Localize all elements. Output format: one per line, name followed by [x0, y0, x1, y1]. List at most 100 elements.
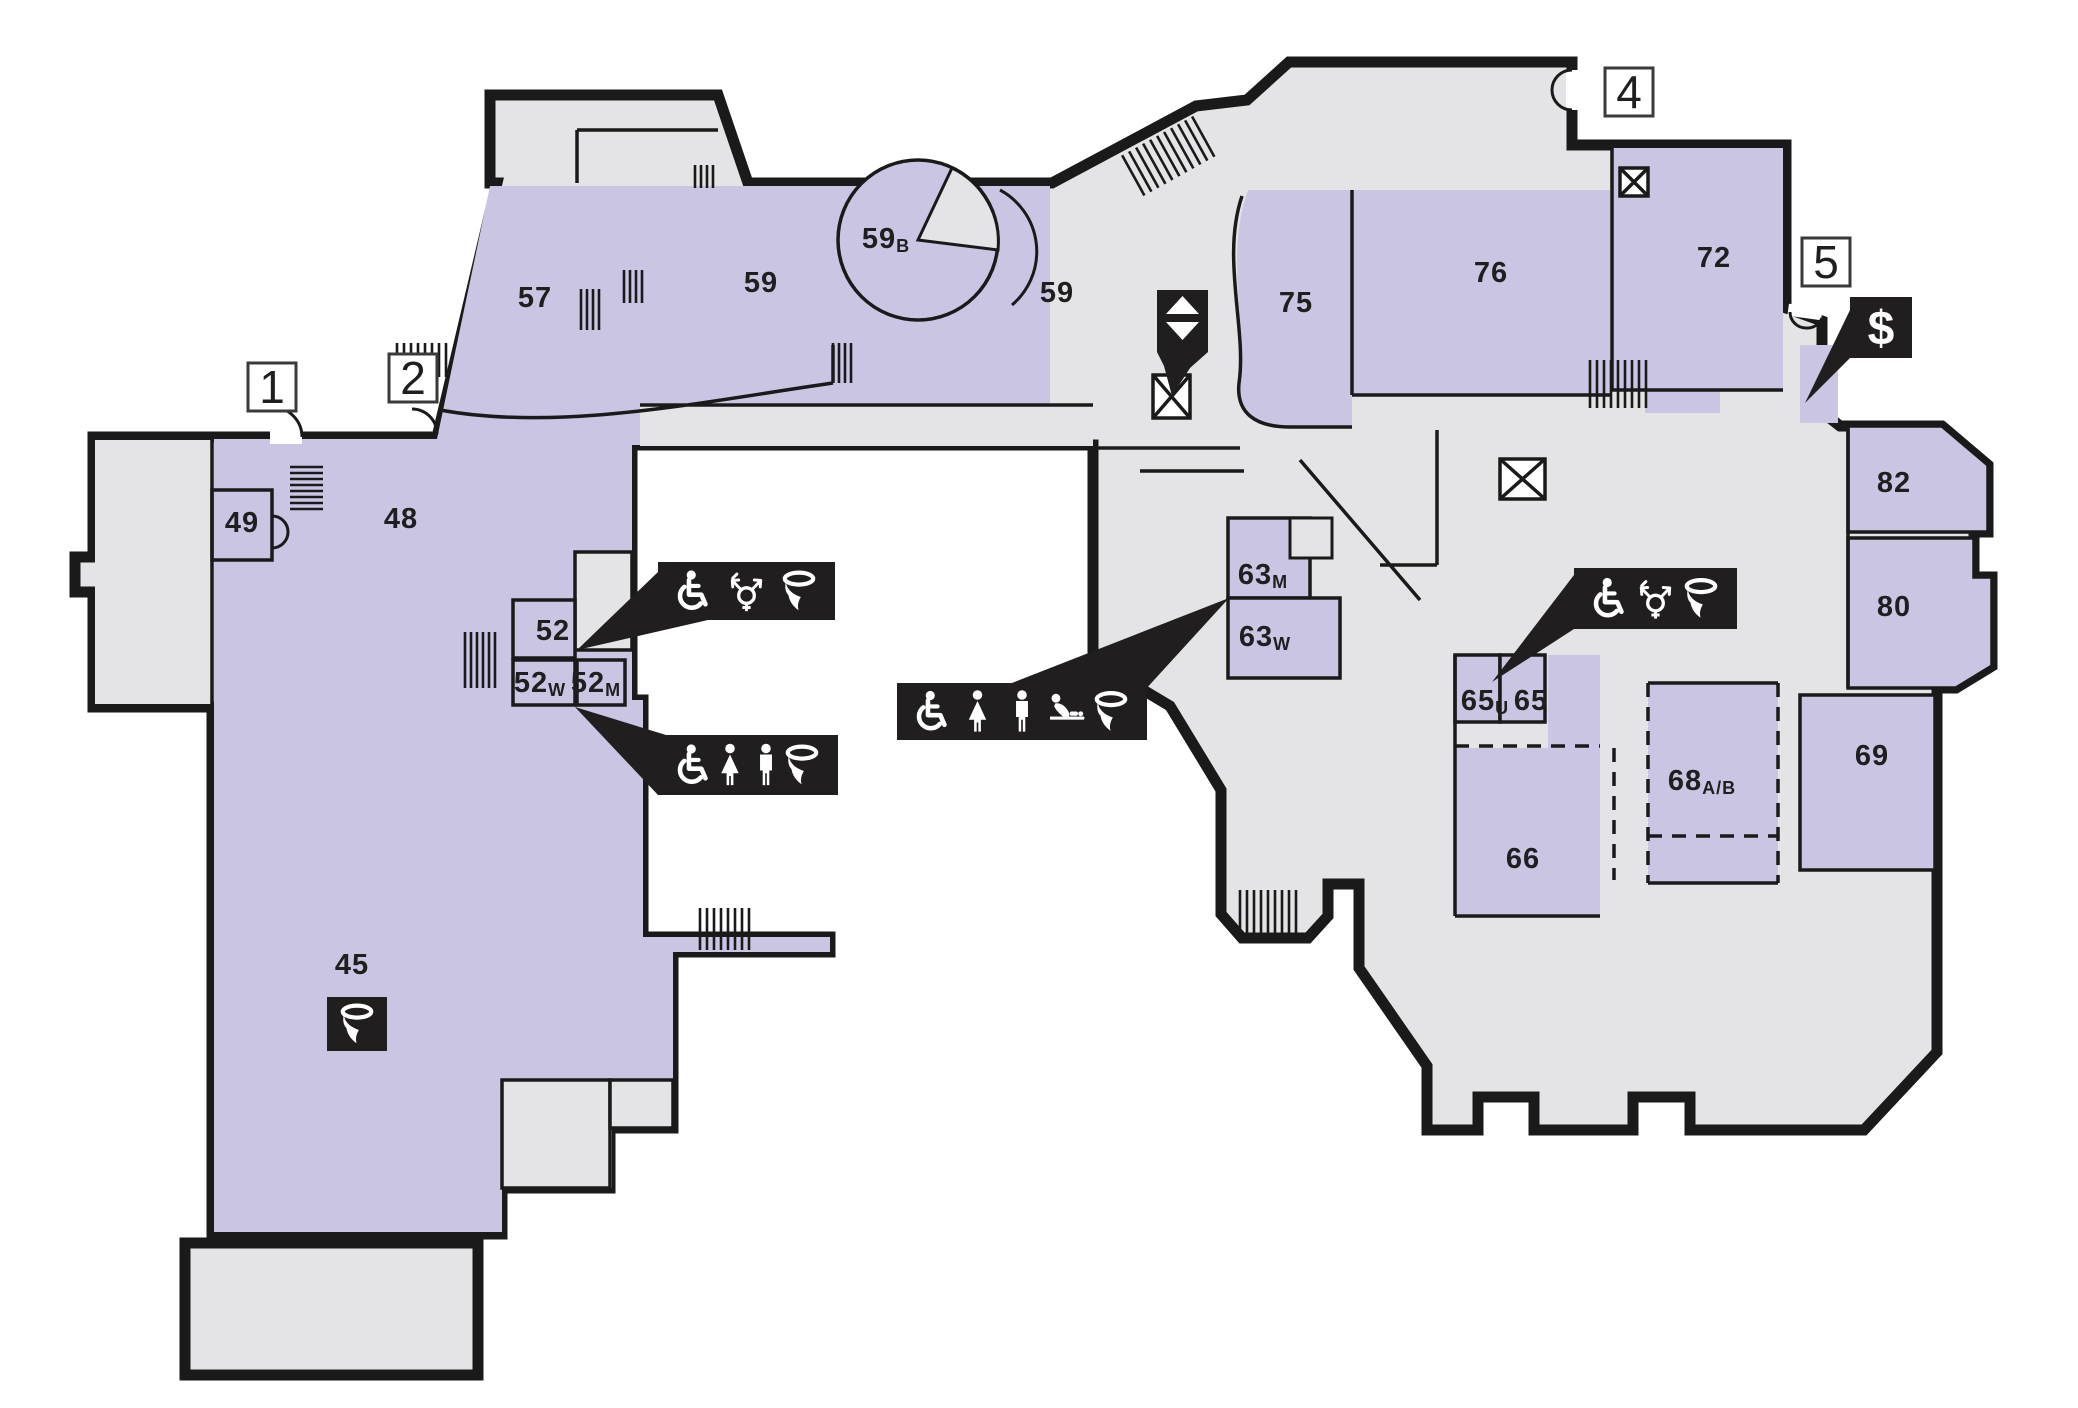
room-label-subscript: W — [1273, 634, 1291, 654]
stairs-icon — [698, 908, 751, 950]
room-label-63m: 63M — [1238, 559, 1288, 592]
room-label-text: 59 — [1040, 277, 1074, 309]
room-label-text: 82 — [1877, 467, 1911, 499]
entrance-marker-number: 4 — [1616, 66, 1642, 118]
room-label-text: 80 — [1877, 591, 1911, 623]
room-label-subscript: M — [605, 680, 621, 700]
sign-panel — [658, 562, 835, 620]
entrance-marker-box — [1800, 236, 1852, 288]
room-label-text: 48 — [384, 503, 418, 535]
room-label-45: 45 — [335, 949, 369, 981]
room-label-69: 69 — [1855, 740, 1889, 772]
entrance-marker-1: 1 — [246, 361, 298, 413]
sign-restroom-65u — [1492, 568, 1737, 682]
signs-layer: $ — [327, 297, 1912, 1051]
entrance-markers-layer: 1 2 4 5 — [246, 66, 1852, 413]
room-label-text: 76 — [1474, 257, 1508, 289]
room-label-66: 66 — [1506, 843, 1540, 875]
room-label-subscript: U — [1495, 698, 1509, 718]
room-76 — [1352, 190, 1610, 395]
entrance-marker-number: 1 — [259, 361, 285, 413]
room-label-65: 65 — [1514, 685, 1548, 717]
room-label-text: 59 — [744, 267, 778, 299]
floor-block-south1 — [500, 1078, 612, 1190]
room-label-text: 69 — [1855, 740, 1889, 772]
room-label-text: 75 — [1279, 287, 1313, 319]
room-63w — [1226, 596, 1342, 680]
room-75 — [1237, 190, 1352, 427]
room-label-76: 76 — [1474, 257, 1508, 289]
room-label-82: 82 — [1877, 467, 1911, 499]
room-59b-door-wedge — [915, 165, 1000, 252]
elevator-up-icon — [1166, 296, 1199, 314]
room-label-subscript: M — [1272, 572, 1288, 592]
room-label-text: 63 — [1238, 559, 1272, 591]
room-label-text: 68 — [1668, 765, 1702, 797]
floor-area-west-room — [95, 440, 212, 704]
room-52 — [511, 598, 577, 660]
room-label-text: 52 — [571, 667, 605, 699]
sign-restroom-63 — [897, 598, 1229, 740]
entrance-marker-number: 2 — [400, 352, 426, 404]
room-label-subscript: W — [548, 680, 566, 700]
room-label-text: 63 — [1239, 621, 1273, 653]
stairs-icon — [1588, 360, 1648, 408]
room-80 — [1846, 536, 1994, 690]
stairs-icon — [463, 632, 497, 688]
stairs-icon — [1238, 890, 1298, 933]
sign-restroom-52wm — [575, 707, 838, 795]
room-label-48: 48 — [384, 503, 418, 535]
entrance-marker-5: 5 — [1800, 236, 1852, 288]
room-label-text: 57 — [518, 282, 552, 314]
highlight-west-wing — [214, 186, 1050, 1232]
sign-panel — [658, 735, 838, 795]
room-label-text: 72 — [1697, 242, 1731, 274]
stairs-icon — [1120, 115, 1216, 197]
sign-pointer — [575, 707, 666, 795]
room-label-75: 75 — [1279, 287, 1313, 319]
stairs-icon — [622, 270, 644, 303]
interior-walls-dashed — [1455, 683, 1780, 883]
room-59b-door-arc — [999, 188, 1039, 307]
annex-block-southwest — [179, 1237, 484, 1381]
stairs-layer — [290, 115, 1648, 950]
sign-pointer — [1492, 575, 1574, 682]
stairs-icon — [831, 343, 853, 383]
room-63m-notch — [1288, 516, 1334, 560]
elevator-shaft-icon — [1151, 166, 1650, 501]
stairs-icon — [579, 289, 601, 330]
room-label-59: 59 — [744, 267, 778, 299]
sign-atm: $ — [1805, 297, 1912, 403]
room-label-52: 52 — [536, 615, 570, 647]
room-label-text: 66 — [1506, 843, 1540, 875]
floor-corridor-north — [640, 403, 1093, 446]
room-label-text: 59 — [862, 223, 896, 255]
room-49 — [210, 488, 274, 562]
entrance-marker-number: 5 — [1813, 236, 1839, 288]
room-label-text: 52 — [514, 667, 548, 699]
sign-panel — [1574, 568, 1737, 629]
room-label-63w: 63W — [1239, 621, 1291, 654]
sign-panel — [1850, 297, 1912, 358]
sign-pointer — [1805, 310, 1850, 403]
room-72-ext — [1645, 390, 1720, 413]
stairs-icon — [693, 165, 715, 188]
room-label-80: 80 — [1877, 591, 1911, 623]
room-label-57: 57 — [518, 282, 552, 314]
sign-restroom-52 — [577, 562, 835, 650]
room-label-52m: 52M — [571, 667, 621, 700]
interior-walls — [210, 128, 1850, 918]
stairs-icon — [290, 465, 323, 511]
entrance-marker-2: 2 — [387, 352, 439, 404]
room-label-text: 65 — [1514, 685, 1548, 717]
elevator-pin — [1157, 290, 1208, 396]
entrance-marker-4: 4 — [1603, 66, 1655, 118]
room-label-text: 49 — [225, 507, 259, 539]
room-69 — [1798, 693, 1937, 872]
room-label-text: 65 — [1461, 685, 1495, 717]
room-label-72: 72 — [1697, 242, 1731, 274]
room-label-59b: 59B — [862, 223, 910, 256]
